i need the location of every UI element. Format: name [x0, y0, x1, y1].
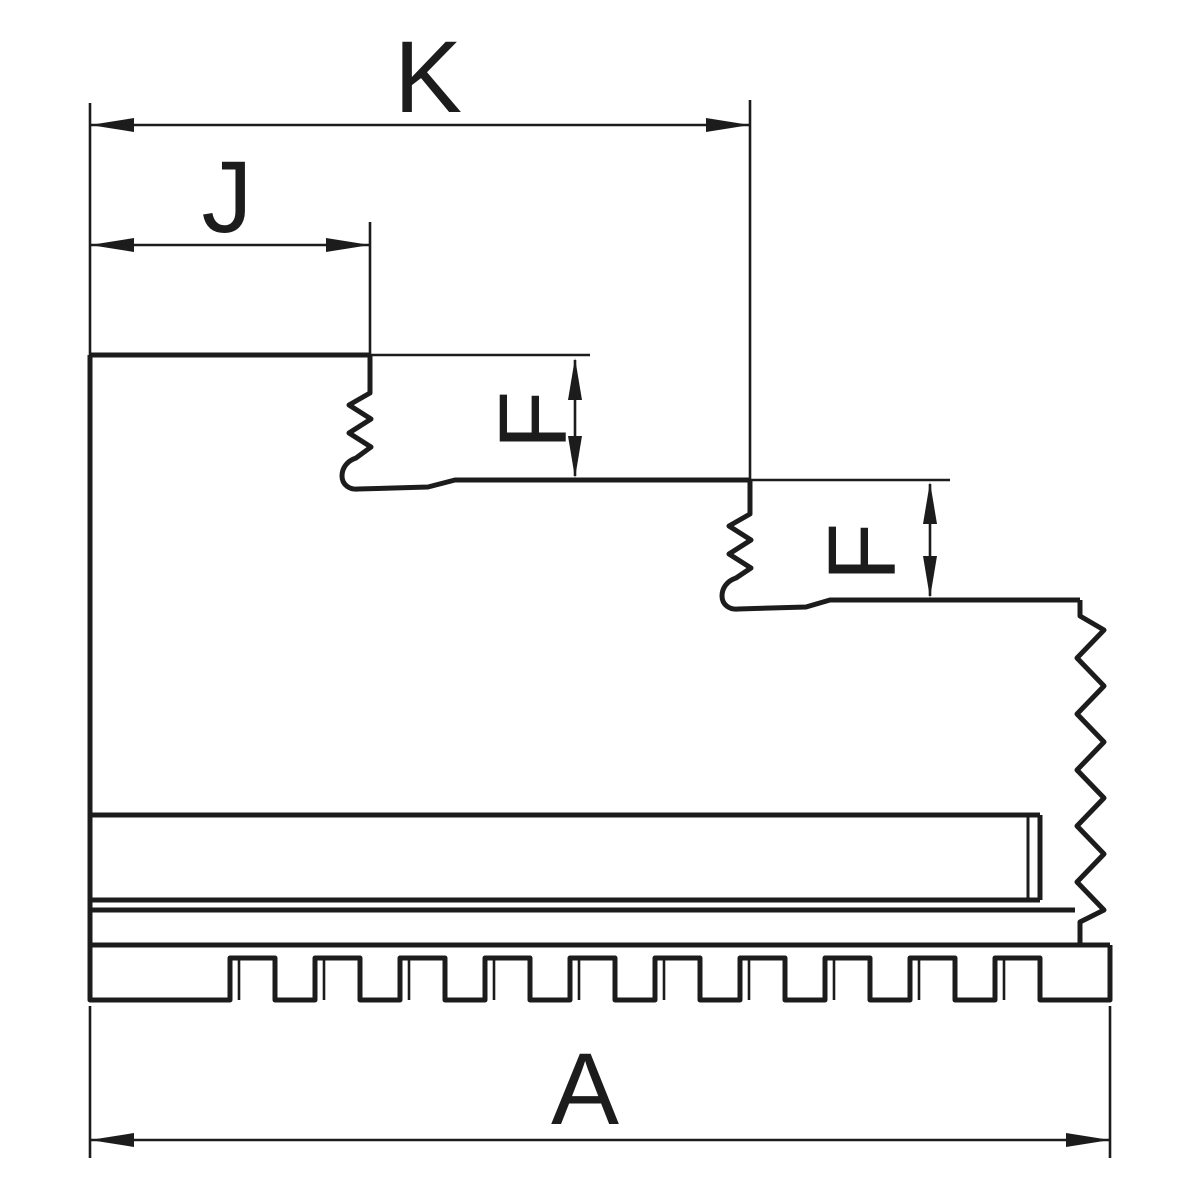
j-arrowhead-right [326, 238, 370, 252]
dimension-label-j: J [202, 140, 253, 254]
dimension-label-f-upper: F [480, 391, 587, 450]
j-arrowhead-left [90, 238, 134, 252]
f-upper-arrowhead-bottom [568, 436, 582, 478]
back-serrations [1074, 600, 1107, 945]
dimension-f-upper: F [370, 353, 590, 478]
a-arrowhead-right [1066, 1133, 1110, 1147]
dimension-label-k: K [394, 20, 462, 134]
f-lower-arrowhead-top [923, 482, 937, 524]
jaw-outline [87, 352, 1113, 1003]
k-arrowhead-left [90, 118, 134, 132]
dimension-a: A [88, 1006, 1112, 1158]
dimension-label-a: A [551, 1032, 619, 1146]
a-arrowhead-left [90, 1133, 134, 1147]
k-arrowhead-right [706, 118, 750, 132]
step-2-serrated-face [719, 480, 1080, 612]
dimension-j: J [90, 140, 372, 355]
f-lower-arrowhead-bottom [923, 556, 937, 598]
f-upper-arrowhead-top [568, 358, 582, 400]
dimension-k: K [88, 20, 752, 480]
tooth-flank-details [237, 958, 1006, 1000]
dimension-f-lower: F [750, 478, 950, 598]
bottom-teeth [87, 945, 1113, 1003]
dimension-label-f-lower: F [809, 523, 916, 582]
step-1-serrated-face [339, 355, 750, 492]
